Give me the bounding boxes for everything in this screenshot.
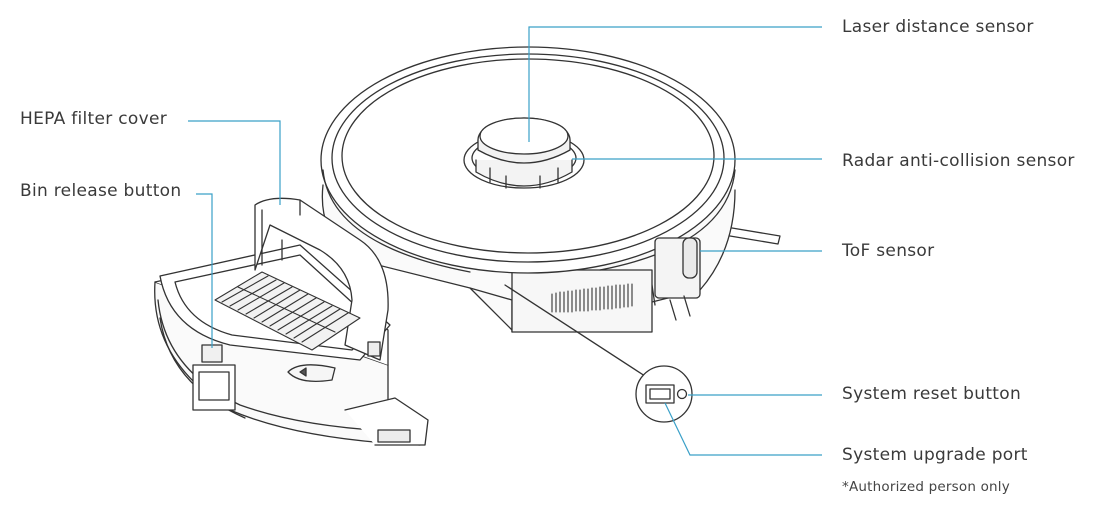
leader-bin-release	[196, 193, 213, 348]
label-system-reset-button: System reset button	[842, 384, 1022, 404]
robot-body	[320, 46, 781, 333]
label-bin-release-button: Bin release button	[20, 181, 182, 201]
hepa-filter	[214, 271, 361, 351]
label-hepa-filter-cover: HEPA filter cover	[20, 109, 168, 129]
port-callout	[504, 284, 693, 423]
label-authorized-note: *Authorized person only	[842, 479, 1010, 495]
leader-laser-distance	[528, 26, 822, 142]
label-laser-distance-sensor: Laser distance sensor	[842, 17, 1034, 37]
label-radar-anti-collision-sensor: Radar anti-collision sensor	[842, 151, 1075, 171]
side-vent	[551, 283, 633, 313]
label-system-upgrade-port: System upgrade port	[842, 445, 1028, 465]
reset-button-icon	[676, 388, 688, 400]
tof-window	[654, 237, 701, 299]
leader-hepa-cover	[188, 120, 281, 205]
leader-lines	[188, 26, 822, 456]
leader-upgrade-port	[664, 402, 822, 456]
dust-bin	[154, 197, 429, 446]
label-tof-sensor: ToF sensor	[842, 241, 935, 261]
lds-turret	[463, 117, 585, 189]
